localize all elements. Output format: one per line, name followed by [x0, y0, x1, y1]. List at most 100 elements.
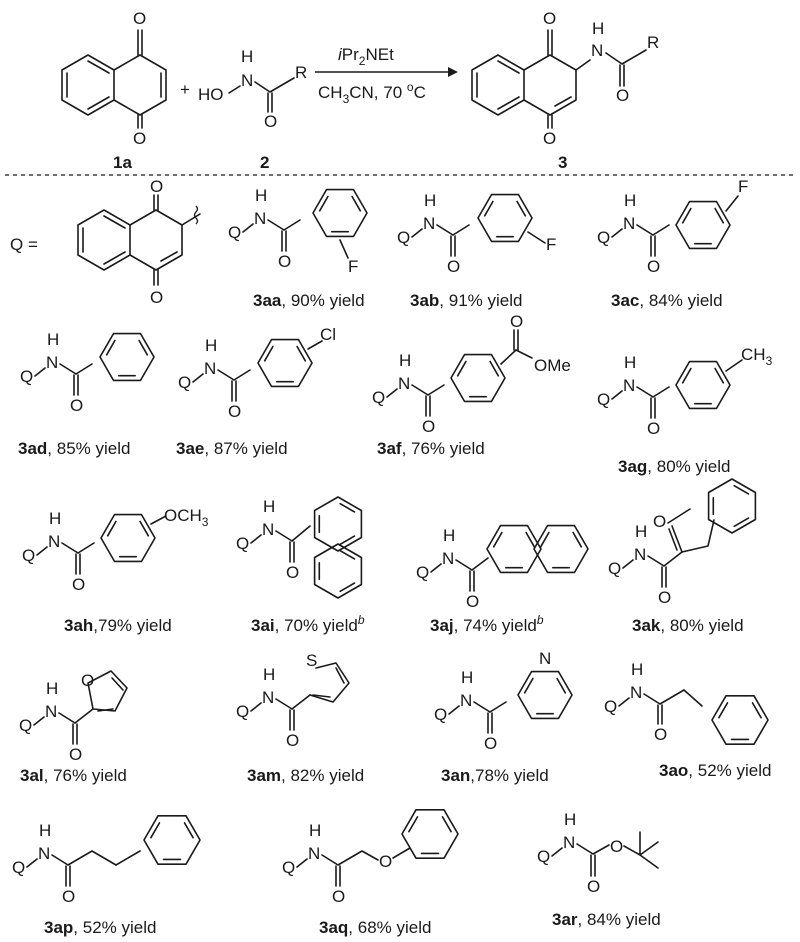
label-3ab: 3ab, 91% yield — [410, 291, 522, 310]
ester-carbonyl-oxygen: O — [510, 312, 523, 331]
h-atom: H — [47, 330, 59, 349]
q-atom: Q — [236, 534, 249, 553]
h-atom: H — [309, 821, 321, 840]
reactant-2-label: 2 — [260, 153, 269, 172]
q-atom: Q — [597, 228, 610, 247]
n-atom: N — [634, 545, 646, 564]
h-atom: H — [255, 186, 267, 205]
n-atom: N — [442, 549, 454, 568]
reactant-1-label: 1a — [113, 153, 132, 172]
label-3an: 3an,78% yield — [441, 766, 549, 785]
h-atom: H — [49, 509, 61, 528]
n-atom: N — [623, 376, 635, 395]
n-atom: N — [563, 833, 575, 852]
conditions-text: CH3CN, 70 oC — [318, 80, 426, 106]
n-atom: N — [38, 844, 50, 863]
n-atom: N — [308, 844, 320, 863]
q-atom: Q — [178, 373, 191, 392]
carbonyl-oxygen: O — [286, 731, 299, 750]
carbonyl-oxygen: O — [654, 725, 667, 744]
q-atom: Q — [604, 697, 617, 716]
n-atom: N — [398, 374, 410, 393]
h-atom: H — [624, 353, 636, 372]
n-atom: N — [48, 532, 60, 551]
structure-3aa: QNH O F — [228, 186, 368, 276]
fluoro-substituent: F — [546, 235, 556, 254]
h-atom: H — [205, 336, 217, 355]
ether-oxygen: O — [379, 852, 392, 871]
r-group: R — [295, 63, 307, 82]
q-atom: Q — [597, 390, 610, 409]
carbonyl-oxygen: O — [264, 112, 277, 131]
product-3: O O N H O R — [471, 9, 659, 148]
carbonyl-oxygen: O — [62, 887, 75, 906]
reagent-text: iPr2NEt — [338, 45, 394, 68]
q-atom: Q — [22, 546, 35, 565]
label-3ac: 3ac, 84% yield — [611, 291, 723, 310]
q-atom: Q — [397, 228, 410, 247]
product-n-atom: N — [591, 41, 603, 60]
product-oxygen-top: O — [543, 9, 556, 28]
h-atom: H — [241, 47, 253, 66]
h-atom: H — [399, 351, 411, 370]
hydroxy-label: HO — [198, 85, 224, 104]
h-atom: H — [624, 191, 636, 210]
q-definition-label: Q = — [10, 235, 38, 254]
h-atom: H — [263, 665, 275, 684]
carbonyl-oxygen: O — [70, 396, 83, 415]
chloro-substituent: Cl — [320, 325, 336, 344]
q-atom: Q — [19, 716, 32, 735]
q-oxygen-top: O — [150, 177, 163, 196]
q-atom: Q — [236, 702, 249, 721]
q-naphthoquinone-fragment: O O — [77, 177, 201, 307]
n-atom: N — [460, 691, 472, 710]
quinone-oxygen-top: O — [133, 9, 146, 28]
structure-3ad: QNH O — [20, 330, 155, 415]
carbonyl-oxygen: O — [466, 592, 479, 611]
q-atom: Q — [228, 223, 241, 242]
carbonyl-oxygen: O — [278, 252, 291, 271]
product-label: 3 — [558, 153, 567, 172]
methoxy-ester: OMe — [534, 356, 571, 375]
h-atom: H — [46, 679, 58, 698]
compound-labels: 3aa, 90% yield 3ab, 91% yield 3ac, 84% yie… — [18, 291, 771, 937]
h-atom: H — [263, 497, 275, 516]
label-3aq: 3aq, 68% yield — [319, 918, 431, 937]
label-3aj: 3aj, 74% yieldb — [430, 613, 544, 635]
pyridine-nitrogen: N — [539, 649, 551, 668]
q-atom: Q — [608, 559, 621, 578]
label-3am: 3am, 82% yield — [247, 766, 364, 785]
label-3ah: 3ah,79% yield — [64, 616, 172, 635]
n-atom: N — [262, 688, 274, 707]
h-atom: H — [39, 821, 51, 840]
reaction-arrow — [315, 67, 458, 77]
q-atom: Q — [416, 563, 429, 582]
n-atom: N — [46, 353, 58, 372]
label-3ag: 3ag, 80% yield — [618, 457, 730, 476]
q-atom: Q — [12, 858, 25, 877]
carbonyl-oxygen: O — [647, 257, 660, 276]
label-3ai: 3ai, 70% yieldb — [251, 613, 365, 635]
label-3aa: 3aa, 90% yield — [253, 291, 365, 310]
n-atom: N — [630, 683, 642, 702]
n-atom: N — [241, 71, 253, 90]
fluoro-substituent: F — [348, 257, 358, 276]
q-atom: Q — [434, 705, 447, 724]
carbonyl-oxygen: O — [332, 887, 345, 906]
q-atom: Q — [372, 388, 385, 407]
n-atom: N — [254, 209, 266, 228]
reactant-2-hydroxamic-acid: HO N H O R — [198, 47, 307, 131]
q-atom: Q — [20, 367, 33, 386]
carbonyl-oxygen: O — [228, 402, 241, 421]
carbonyl-oxygen: O — [69, 745, 82, 764]
